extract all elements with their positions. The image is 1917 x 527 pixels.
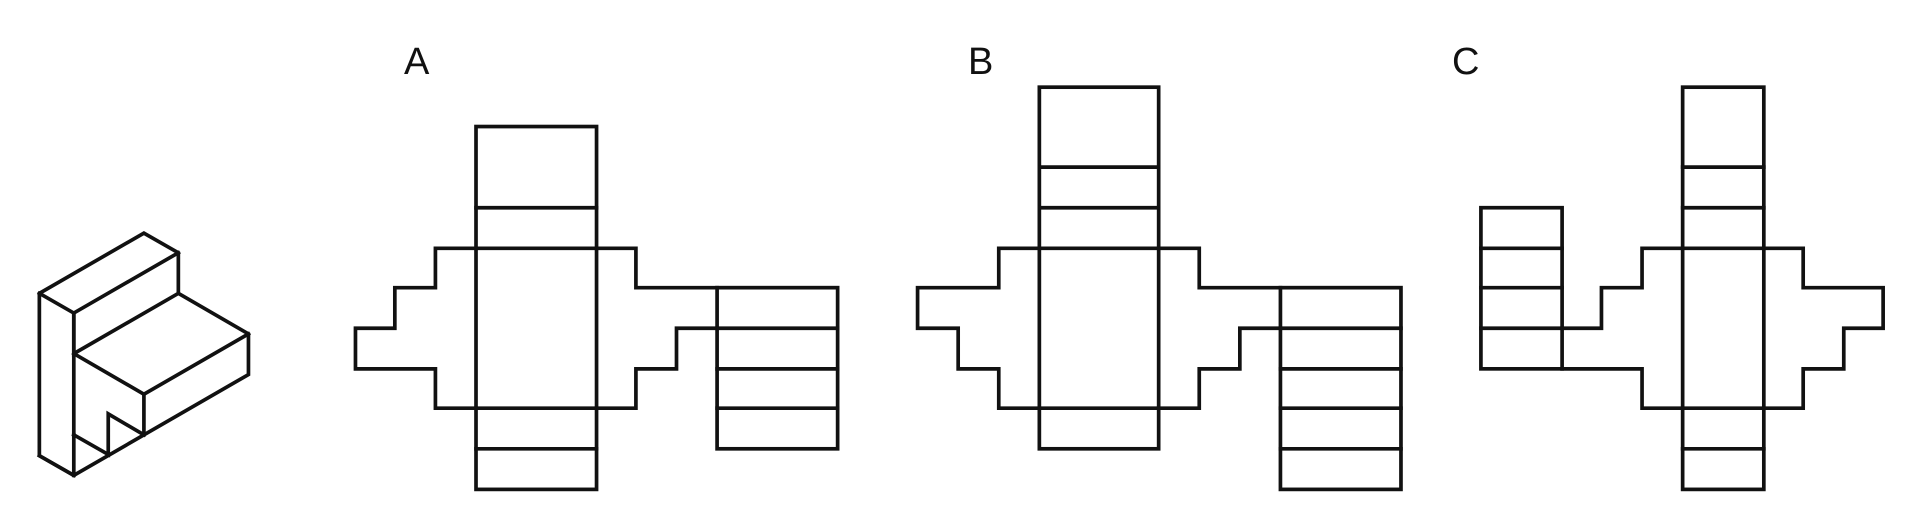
option-b-net[interactable] [915,85,1403,492]
option-a-label: A [404,41,430,83]
option-c-label: C [1452,41,1479,83]
isometric-object [36,230,251,478]
option-a-net[interactable] [353,124,840,492]
option-c-net[interactable] [1479,85,1885,492]
option-b-label: B [968,41,993,83]
